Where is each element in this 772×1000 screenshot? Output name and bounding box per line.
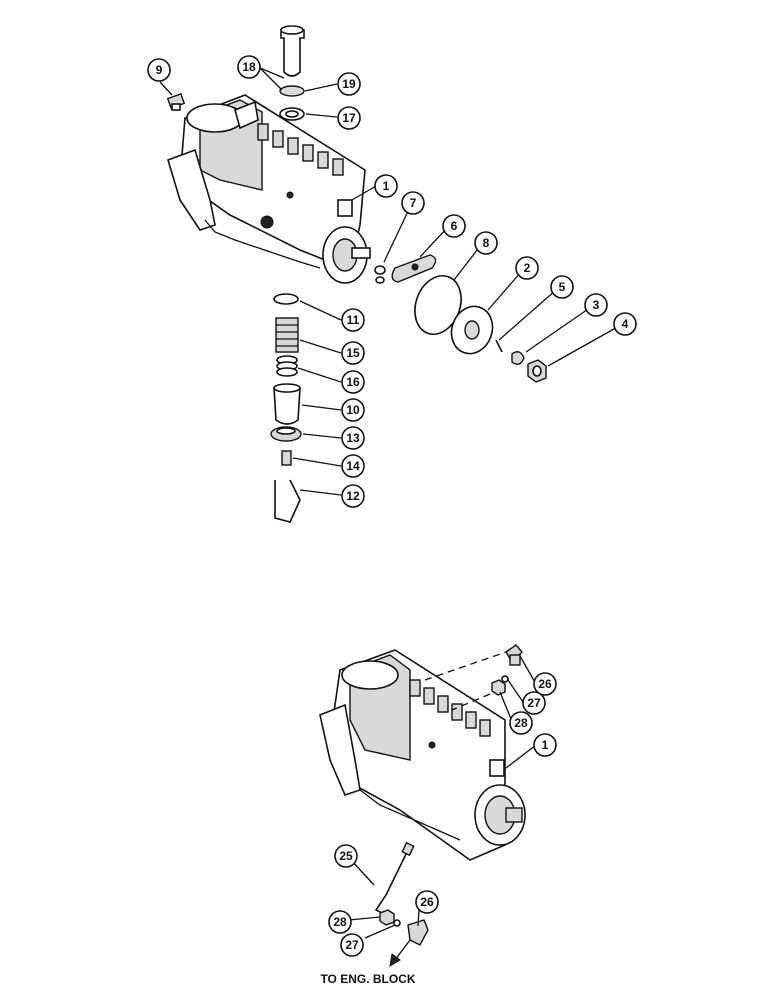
pipe-25 — [374, 847, 410, 919]
elbow-fitting-26-top — [505, 644, 523, 666]
callout-4: 4 — [613, 312, 637, 336]
washer-27-bottom — [393, 919, 401, 927]
svg-text:3: 3 — [593, 298, 600, 312]
dashed-line-diag — [451, 693, 491, 711]
svg-text:4: 4 — [622, 317, 629, 331]
injection-pump-upper — [167, 94, 371, 284]
svg-text:13: 13 — [346, 431, 360, 445]
washer-19 — [279, 85, 305, 97]
svg-text:10: 10 — [346, 403, 360, 417]
callout-27-top: 27 — [522, 691, 546, 715]
retaining-clip-12 — [274, 479, 301, 523]
svg-text:25: 25 — [339, 849, 353, 863]
filter-cap-18 — [280, 25, 305, 77]
callout-27-bottom: 27 — [340, 933, 364, 957]
hub-2 — [450, 305, 494, 355]
svg-text:18: 18 — [242, 60, 256, 74]
callout-3: 3 — [584, 293, 608, 317]
callout-10: 10 — [341, 398, 365, 422]
screw-14 — [281, 450, 292, 466]
lock-washer-3 — [511, 351, 525, 365]
callout-14: 14 — [341, 454, 365, 478]
svg-text:11: 11 — [347, 313, 360, 327]
svg-text:2: 2 — [524, 261, 531, 275]
callout-19: 19 — [337, 72, 361, 96]
svg-text:1: 1 — [542, 738, 549, 752]
caption-to-eng-block: TO ENG. BLOCK — [320, 972, 415, 986]
callout-18: 18 — [237, 55, 261, 79]
callout-13: 13 — [341, 426, 365, 450]
spring-16 — [276, 355, 298, 377]
svg-text:28: 28 — [333, 915, 347, 929]
upper-assembly — [166, 25, 547, 523]
leaders-upper — [159, 67, 622, 496]
washer-27-top — [501, 675, 509, 683]
filter-bowl-10 — [273, 383, 301, 425]
pin-5 — [495, 339, 503, 353]
callout-26-bottom: 26 — [415, 890, 439, 914]
svg-text:27: 27 — [527, 696, 541, 710]
svg-text:12: 12 — [346, 489, 360, 503]
callout-17: 17 — [337, 106, 361, 130]
bleed-screw-9 — [166, 93, 186, 111]
leaders-lower — [348, 655, 537, 939]
svg-text:28: 28 — [514, 716, 528, 730]
callout-26-top: 26 — [533, 672, 557, 696]
elbow-fitting-26-bottom — [407, 919, 429, 946]
callout-1-upper: 1 — [374, 174, 398, 198]
lower-assembly — [319, 644, 526, 967]
callout-15: 15 — [341, 341, 365, 365]
delivery-valves-upper — [257, 123, 344, 176]
callout-5: 5 — [550, 275, 574, 299]
key-7 — [374, 265, 386, 284]
svg-text:17: 17 — [342, 111, 356, 125]
svg-text:7: 7 — [410, 196, 417, 210]
callouts: 9 18 19 17 1 7 6 8 2 5 3 4 11 15 16 10 1… — [147, 55, 637, 957]
plate-6 — [391, 254, 437, 283]
callout-28-bottom: 28 — [328, 910, 352, 934]
callout-16: 16 — [341, 370, 365, 394]
svg-text:26: 26 — [420, 895, 434, 909]
callout-11: 11 — [341, 308, 365, 332]
callout-9: 9 — [147, 58, 171, 82]
callout-2: 2 — [515, 256, 539, 280]
arrow-to-eng-block — [389, 939, 411, 967]
callout-7: 7 — [401, 191, 425, 215]
svg-text:26: 26 — [538, 677, 552, 691]
svg-text:1: 1 — [383, 179, 390, 193]
callout-1-lower: 1 — [533, 733, 557, 757]
o-ring-8 — [414, 275, 462, 335]
callout-25: 25 — [334, 844, 358, 868]
callout-8: 8 — [474, 231, 498, 255]
ring-nut-13 — [270, 426, 302, 442]
svg-text:16: 16 — [346, 375, 360, 389]
callout-12: 12 — [341, 484, 365, 508]
svg-text:6: 6 — [451, 219, 458, 233]
svg-text:15: 15 — [346, 346, 360, 360]
delivery-valves-lower — [409, 679, 491, 737]
nut-4 — [527, 359, 547, 383]
svg-text:27: 27 — [345, 938, 359, 952]
svg-text:14: 14 — [346, 459, 360, 473]
injection-pump-lower — [319, 649, 526, 861]
callout-6: 6 — [442, 214, 466, 238]
svg-text:5: 5 — [559, 280, 566, 294]
dashed-line-top — [424, 651, 507, 681]
gasket-11 — [273, 293, 299, 305]
callout-28-top: 28 — [509, 711, 533, 735]
nut-28-bottom — [379, 909, 395, 926]
svg-text:8: 8 — [483, 236, 490, 250]
filter-element-15 — [275, 317, 299, 353]
nut-28-top — [491, 679, 506, 696]
svg-text:19: 19 — [342, 77, 356, 91]
svg-text:9: 9 — [156, 63, 163, 77]
